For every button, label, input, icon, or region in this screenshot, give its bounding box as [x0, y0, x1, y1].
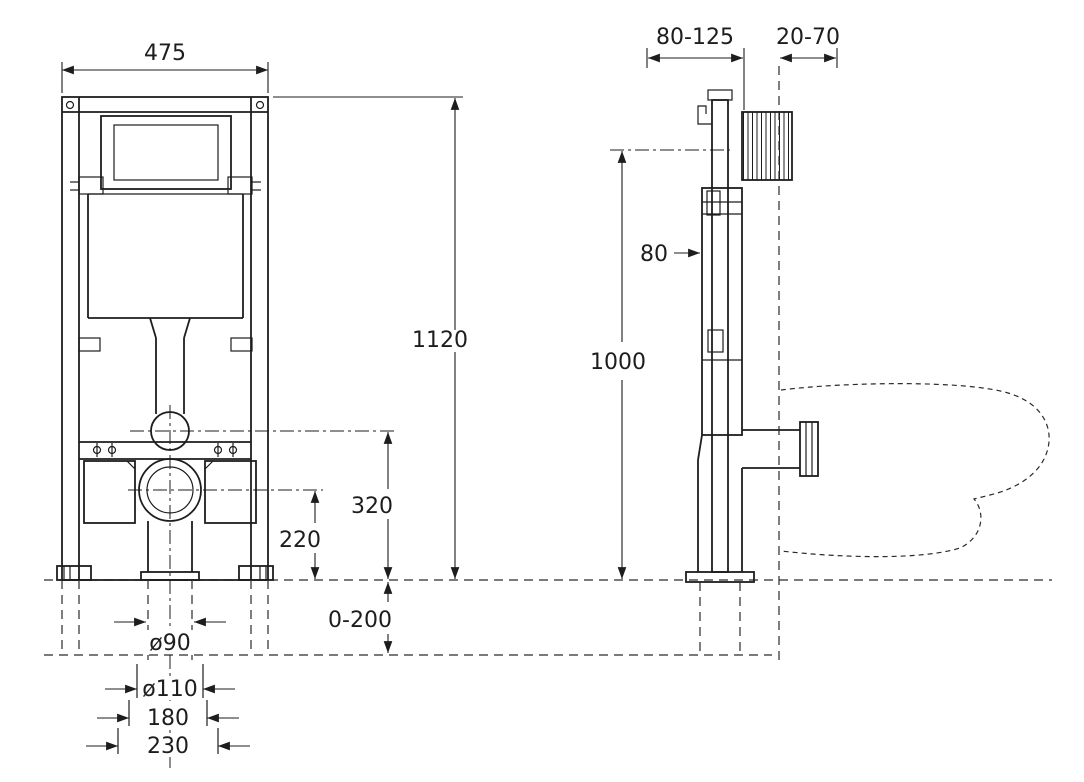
dim-front-width: 475	[61, 41, 269, 93]
dim-outlet-height: 220	[279, 491, 321, 579]
dim-outlet-height-label: 220	[279, 528, 321, 553]
front-view-dimensions: 475 1120 320 220 0-200	[61, 41, 468, 759]
dim-frame-depth-label: 80	[640, 242, 668, 267]
mid-clip-right	[230, 337, 253, 352]
dim-wall-thickness-label: 20-70	[776, 25, 840, 50]
dim-floor-range-label: 0-200	[328, 608, 392, 633]
rail-profile	[711, 99, 729, 573]
cistern-profile	[701, 187, 743, 436]
dim-d90: ø90	[114, 617, 226, 656]
dim-floor-range: 0-200	[328, 582, 393, 653]
cistern-body	[87, 193, 244, 339]
feet	[56, 565, 274, 655]
rail-top-cap	[707, 89, 733, 101]
mounting-plates	[83, 460, 257, 524]
dim-side-height-label: 1000	[590, 350, 646, 375]
lower-crossbar	[79, 441, 251, 460]
side-view	[685, 66, 1050, 665]
hanger-hole-left	[65, 100, 75, 110]
dim-frame-depth: 80	[640, 242, 700, 267]
hanger-hole-right	[255, 100, 265, 110]
mid-clip-left	[78, 337, 101, 352]
dim-180-label: 180	[147, 706, 189, 731]
dim-180: 180	[97, 700, 239, 731]
dim-d110: ø110	[105, 664, 235, 702]
dim-front-width-label: 475	[144, 41, 186, 66]
dim-front-height: 1120	[273, 96, 468, 579]
flush-plate-opening	[100, 115, 232, 190]
front-view	[56, 96, 397, 768]
dim-side-height: 1000	[590, 149, 730, 579]
dim-d90-label: ø90	[149, 631, 190, 656]
drain-assembly	[685, 421, 819, 655]
wall-section	[741, 111, 793, 181]
hanger-hook	[697, 105, 712, 125]
dim-230: 230	[86, 728, 250, 759]
dim-230-label: 230	[147, 734, 189, 759]
side-view-dimensions: 80-125 20-70 80 1000	[590, 25, 840, 579]
wc-connector	[799, 421, 819, 477]
dim-bend-height-label: 320	[351, 494, 393, 519]
fixing-points	[92, 443, 238, 457]
dim-frame-to-wall-label: 80-125	[656, 25, 734, 50]
dim-frame-to-wall: 80-125	[646, 25, 745, 110]
dim-front-height-label: 1120	[412, 328, 468, 353]
dim-wall-thickness: 20-70	[776, 25, 840, 68]
dim-bend-height: 320	[351, 432, 393, 579]
dim-d110-label: ø110	[142, 677, 197, 702]
toilet-pan-outline	[780, 383, 1050, 558]
